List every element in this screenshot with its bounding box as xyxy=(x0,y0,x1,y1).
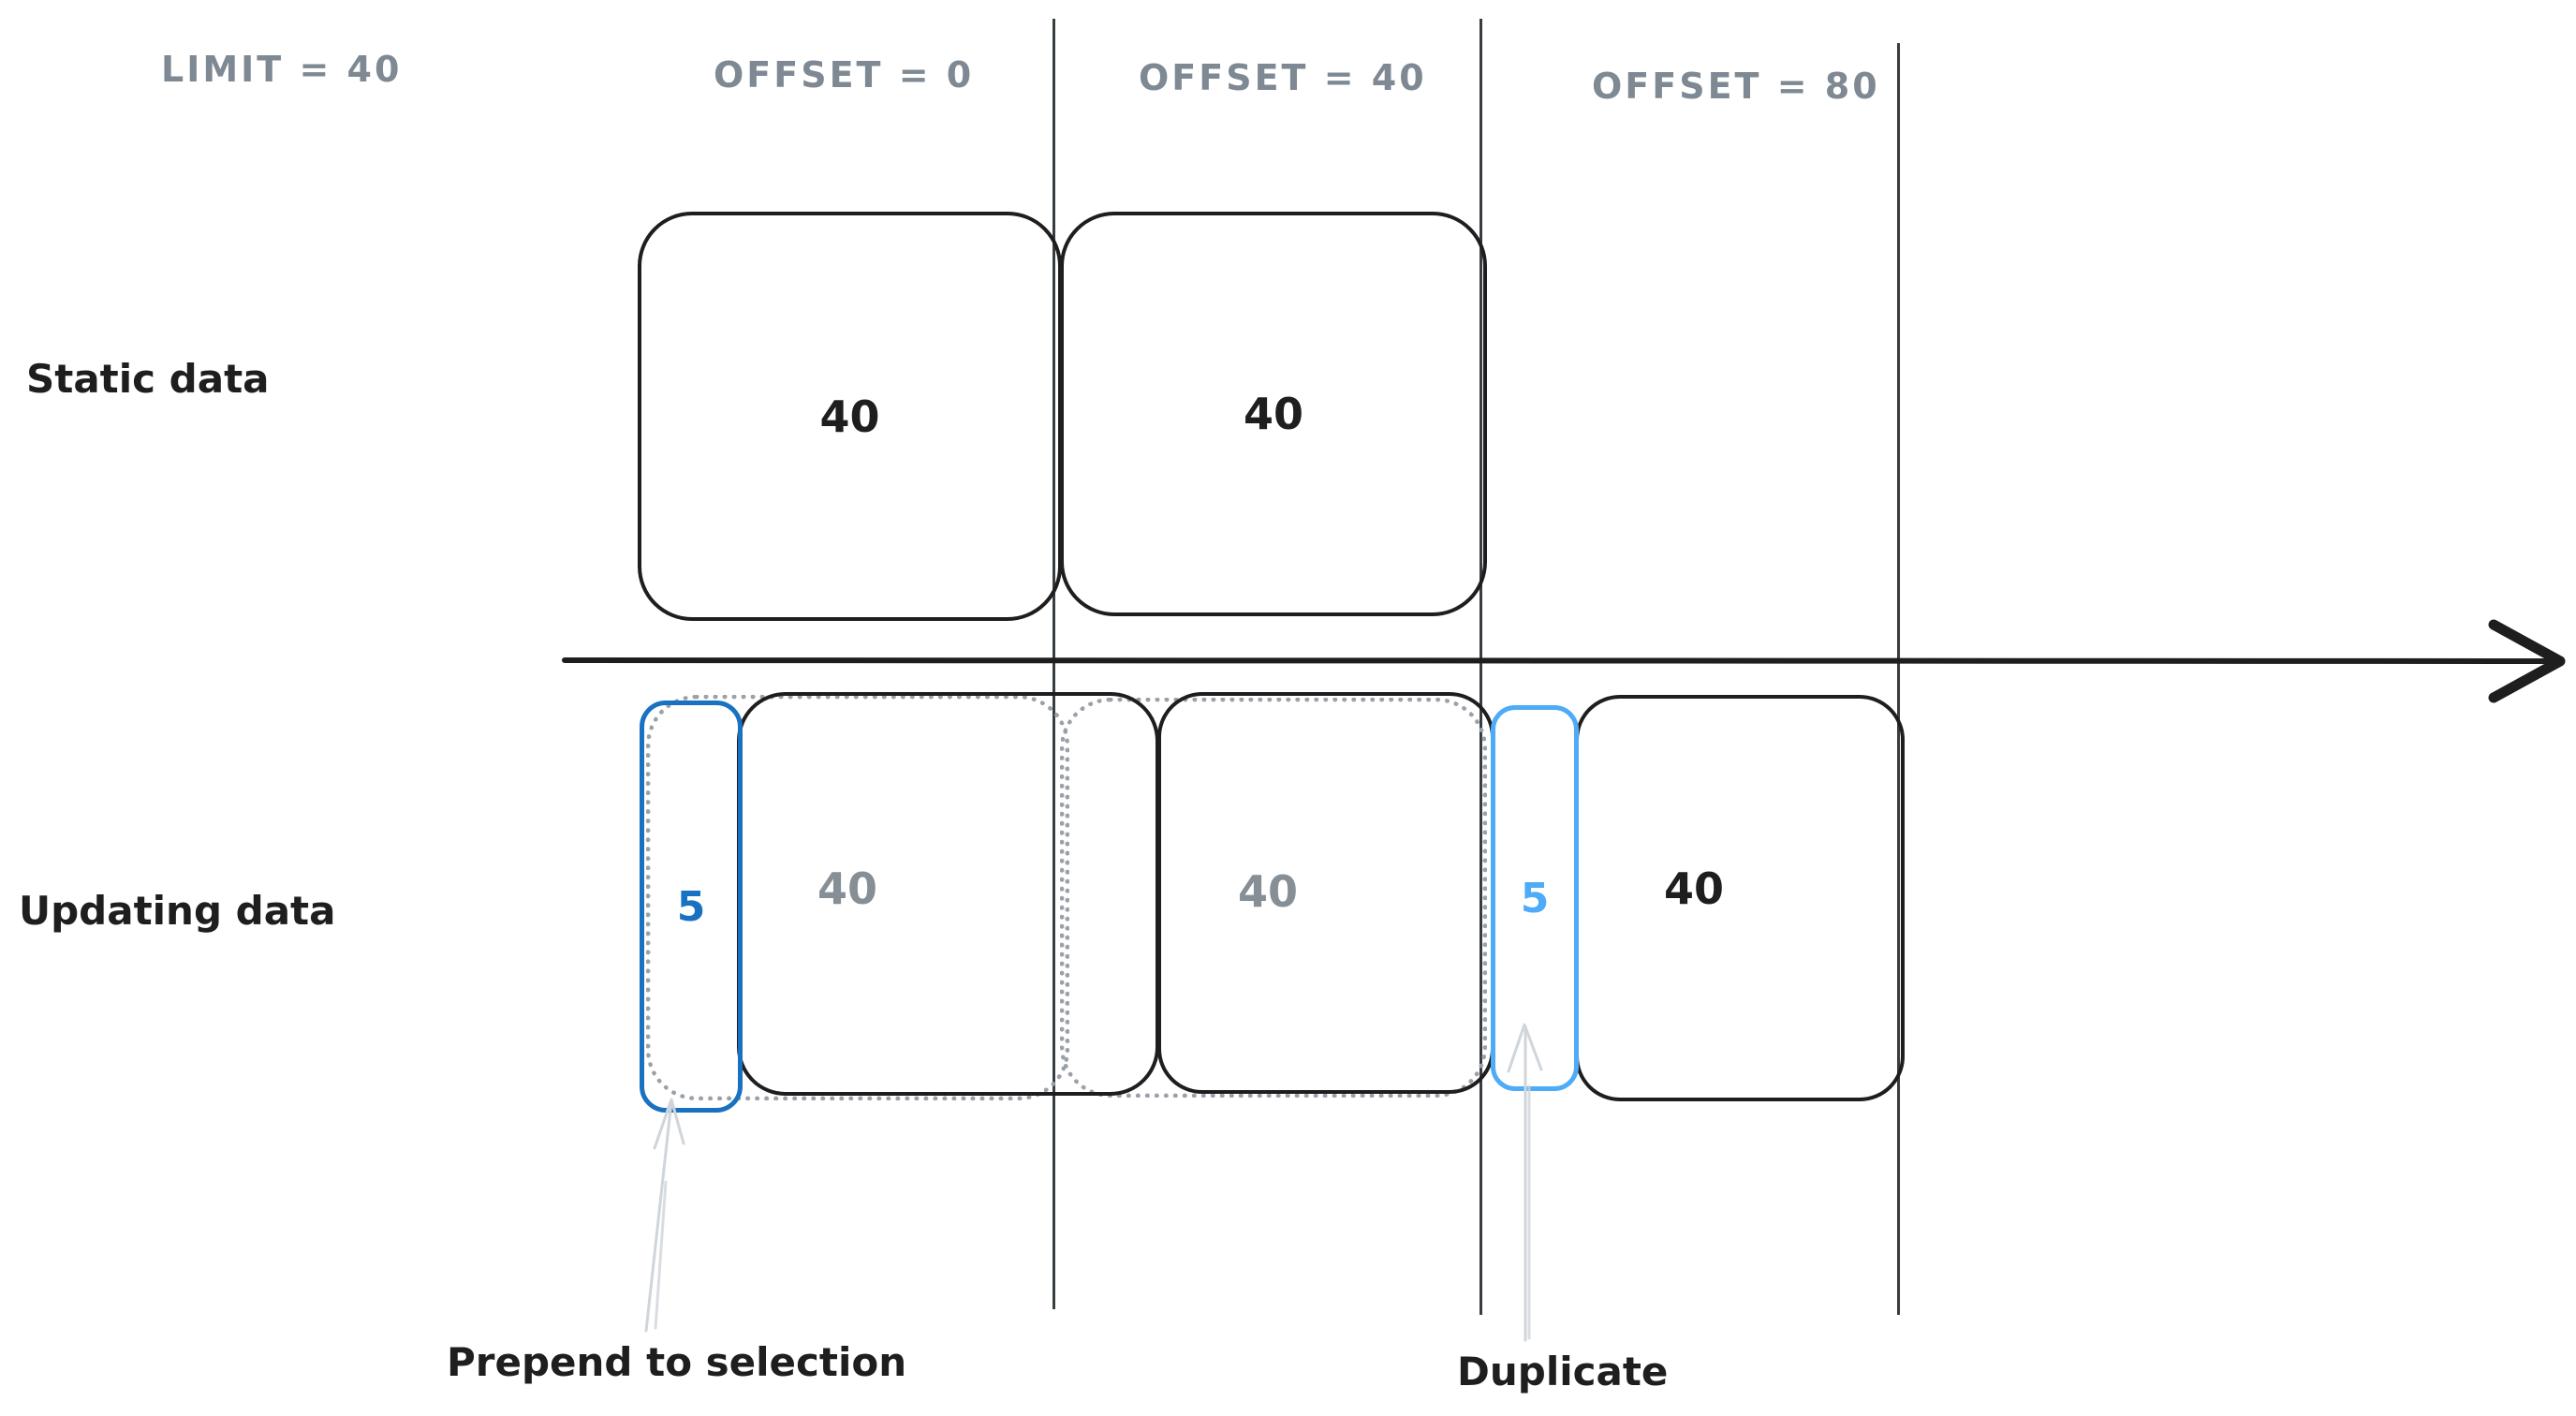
offset-separator-line-3 xyxy=(1897,43,1900,1315)
static-data-row-label: Static data xyxy=(26,356,270,402)
offset-80-header-label: OFFSET = 80 xyxy=(1592,66,1880,107)
prepended-items-box: 5 xyxy=(640,701,743,1113)
duplicate-annotation-label: Duplicate xyxy=(1457,1349,1669,1394)
updating-page-2-count: 40 xyxy=(1237,866,1299,917)
previous-window-dotted-box-2 xyxy=(1060,698,1487,1098)
offset-40-header-label: OFFSET = 40 xyxy=(1139,57,1427,98)
duplicate-items-box: 5 xyxy=(1491,705,1579,1091)
duplicate-items-count: 5 xyxy=(1520,874,1550,922)
prepend-annotation-arrow xyxy=(644,1098,685,1333)
previous-window-dotted-box-1 xyxy=(646,695,1069,1100)
static-page-box-2: 40 xyxy=(1060,212,1487,616)
updating-page-3-count: 40 xyxy=(1663,863,1725,914)
offset-separator-line-2 xyxy=(1479,19,1482,1315)
prepended-items-count: 5 xyxy=(676,882,706,931)
prepend-annotation-label: Prepend to selection xyxy=(447,1339,907,1385)
timeline-arrow xyxy=(562,619,2566,703)
offset-separator-line-1 xyxy=(1052,19,1055,1309)
updating-page-box-2 xyxy=(1157,692,1494,1094)
offset-0-header-label: OFFSET = 0 xyxy=(714,54,975,96)
timeline-arrowhead-icon xyxy=(2488,619,2566,703)
updating-page-box-3 xyxy=(1575,695,1905,1101)
updating-page-box-1 xyxy=(737,692,1159,1096)
static-page-2-count: 40 xyxy=(1243,389,1303,439)
updating-data-row-label: Updating data xyxy=(19,888,336,934)
static-page-1-count: 40 xyxy=(819,391,880,442)
updating-page-1-count: 40 xyxy=(817,863,878,914)
static-page-box-1: 40 xyxy=(638,212,1062,621)
limit-header-label: LIMIT = 40 xyxy=(161,49,403,90)
